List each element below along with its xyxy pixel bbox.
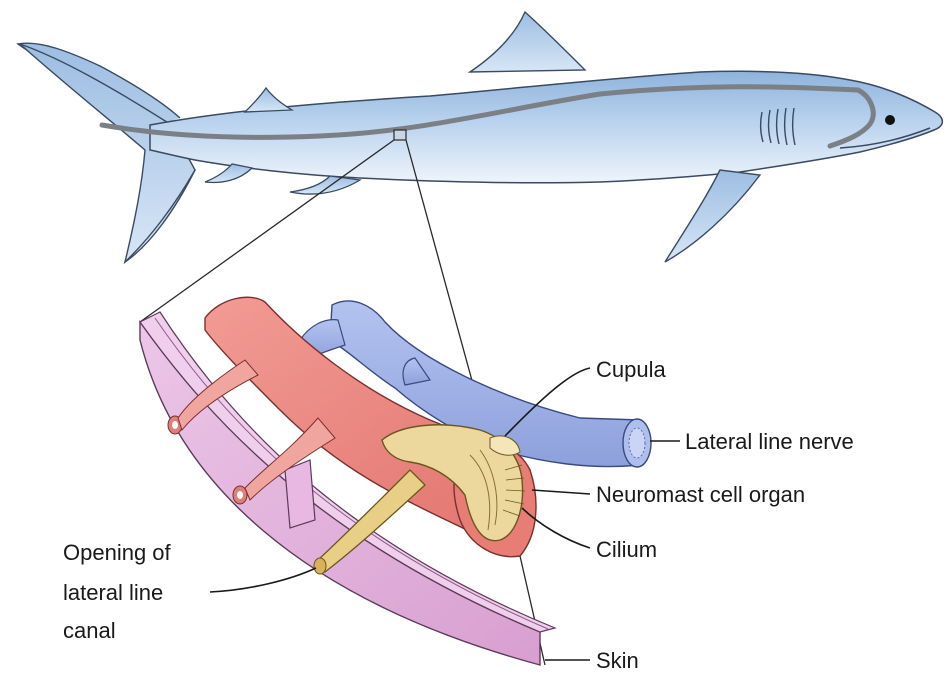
label-lateral-line-nerve: Lateral line nerve (685, 429, 854, 454)
label-skin: Skin (596, 648, 639, 673)
leader-neuromast (532, 490, 590, 494)
sample-region-box (394, 130, 406, 140)
anal-fin (205, 164, 252, 182)
shark-illustration (18, 12, 942, 262)
label-neuromast: Neuromast cell organ (596, 482, 805, 507)
label-opening-line2: lateral line (63, 580, 163, 605)
label-cupula: Cupula (596, 357, 666, 382)
label-opening-line3: canal (63, 618, 116, 643)
dorsal-fin (470, 12, 585, 72)
label-cilium: Cilium (596, 537, 657, 562)
second-dorsal-fin (245, 88, 292, 112)
label-opening-line1: Opening of (63, 540, 172, 565)
pectoral-fin (665, 170, 760, 262)
lateral-line-cross-section (140, 297, 651, 665)
shark-eye (885, 115, 895, 125)
leader-opening (210, 568, 316, 592)
pelvic-fin (290, 176, 360, 194)
